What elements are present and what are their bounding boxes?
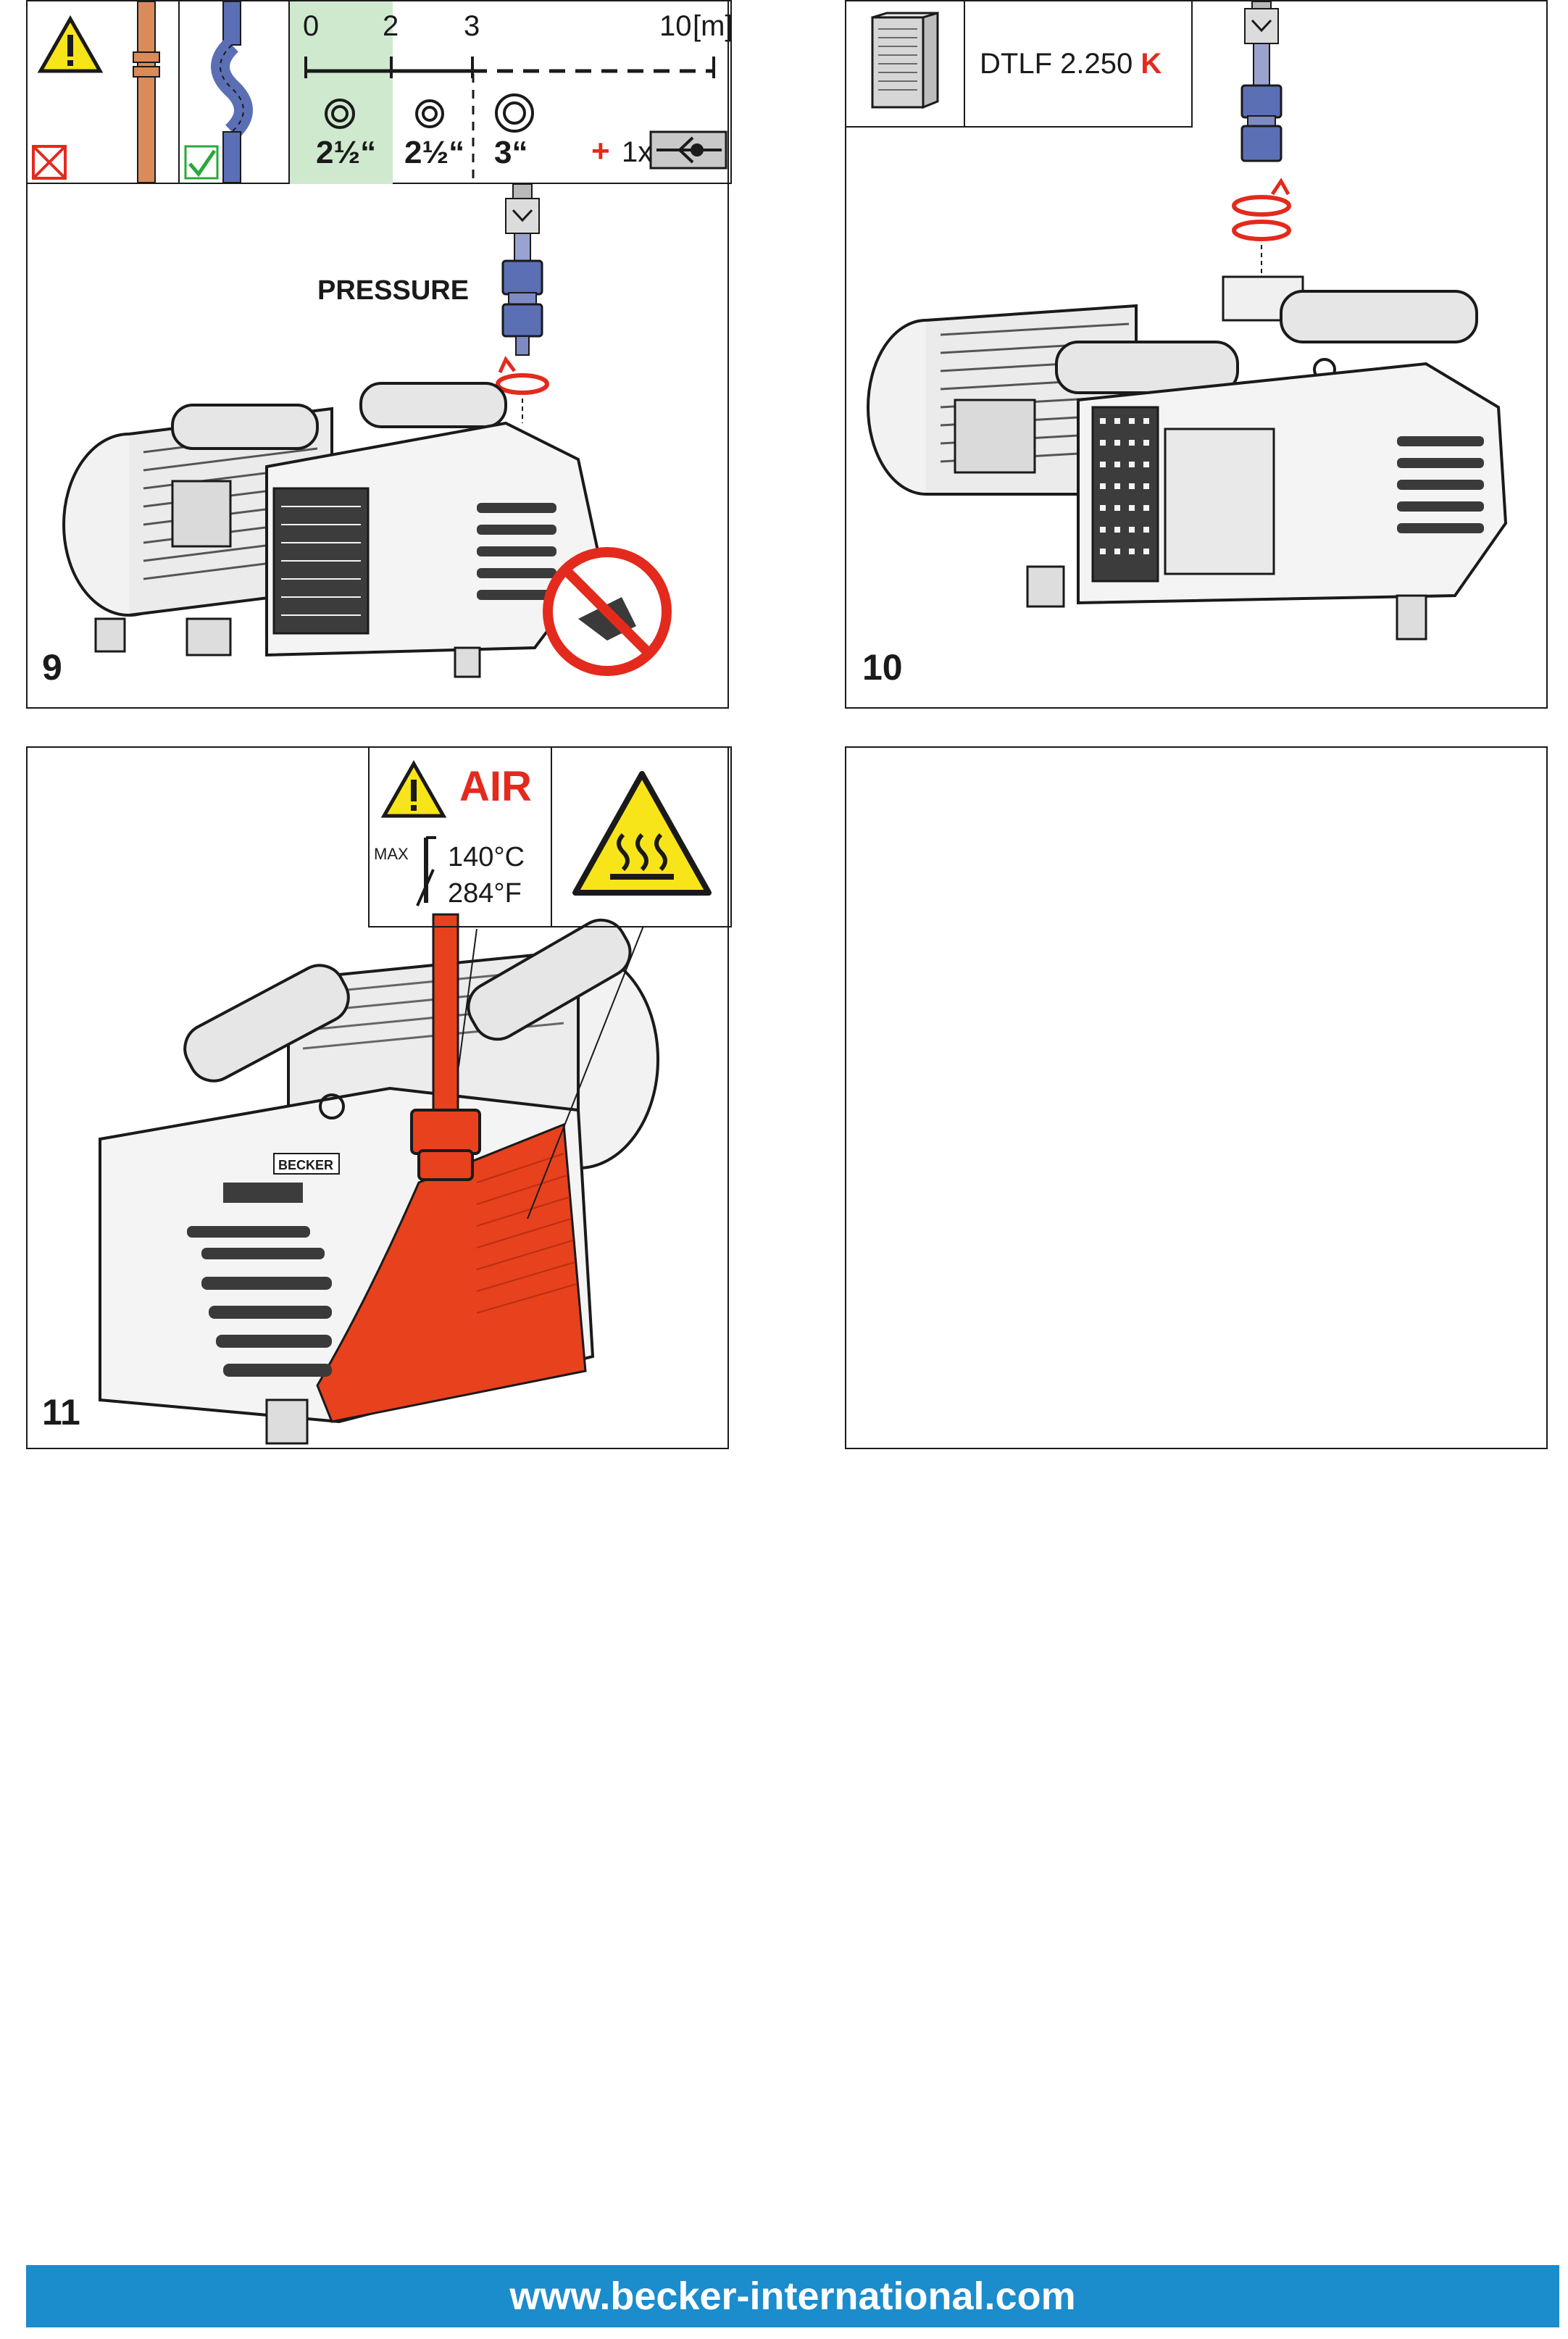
size-label-3: 3“ <box>494 135 528 170</box>
step-11-panel: BECKER AIR MAX 140°C 284°F <box>26 746 732 1449</box>
copper-pipe-icon <box>133 1 160 183</box>
fitting-ring-icon-2 <box>415 99 444 128</box>
length-scale-line <box>304 57 715 78</box>
brand-plate: BECKER <box>278 1158 334 1172</box>
pump-illustration-11 <box>99 913 659 1445</box>
website-url[interactable]: www.becker-international.com <box>509 2275 1076 2318</box>
filter-code-text: DTLF 2.250 K <box>980 48 1162 80</box>
filter-suffix: K <box>1140 48 1162 80</box>
cross-mark-icon <box>32 145 67 180</box>
step-9-panel: 0 2 3 10 [m] 2½“ 2½“ 3“ + <box>26 0 733 709</box>
temp-fahrenheit: 284°F <box>448 878 522 909</box>
hot-air-warning-box: AIR MAX 140°C 284°F <box>368 746 732 927</box>
range-green-background <box>290 1 393 184</box>
warning-cell <box>26 0 180 184</box>
tick-0: 0 <box>303 10 320 42</box>
filter-code: DTLF 2.250 <box>980 48 1133 80</box>
tick-3: 3 <box>464 10 480 42</box>
size-label-1: 2½“ <box>316 135 377 170</box>
empty-panel <box>845 746 1548 1449</box>
quantity-label: 1x <box>622 136 653 168</box>
footer-bar: www.becker-international.com <box>26 2265 1559 2327</box>
step-10-panel: DTLF 2.250 K <box>845 0 1548 709</box>
pump-illustration-10 <box>867 1 1508 641</box>
fitting-ring-icon-3 <box>495 93 534 133</box>
check-valve-icon <box>649 130 727 170</box>
hose-cell <box>178 0 290 184</box>
step-number-11: 11 <box>42 1392 80 1433</box>
step-number-9: 9 <box>42 647 62 688</box>
air-label-cell: AIR MAX 140°C 284°F <box>370 748 552 926</box>
pipe-length-chart: 0 2 3 10 [m] 2½“ 2½“ 3“ + <box>288 0 733 184</box>
filter-cartridge-icon <box>871 11 939 109</box>
pressure-label: PRESSURE <box>317 275 470 306</box>
hot-surface-warning-icon <box>572 771 712 896</box>
thermometer-icon <box>416 836 436 906</box>
warning-triangle-icon <box>37 14 104 73</box>
plus-sign: + <box>591 133 610 169</box>
filter-info-cell: DTLF 2.250 K <box>845 0 1193 128</box>
unit-label: [m] <box>693 10 733 42</box>
pump-illustration-9 <box>62 183 672 678</box>
check-mark-icon <box>184 145 219 180</box>
fitting-ring-icon-1 <box>325 99 355 129</box>
size-label-2: 2½“ <box>404 135 465 170</box>
step-number-10: 10 <box>862 647 903 688</box>
temp-celsius: 140°C <box>448 842 525 872</box>
max-label: MAX <box>374 845 409 863</box>
vertical-dash-divider <box>472 74 475 183</box>
tick-2: 2 <box>383 10 399 42</box>
air-label: AIR <box>459 763 532 810</box>
warning-triangle-icon <box>380 759 447 818</box>
tick-10: 10 <box>659 10 692 42</box>
flexible-hose-icon <box>211 1 253 183</box>
filter-icon-box <box>846 1 965 126</box>
